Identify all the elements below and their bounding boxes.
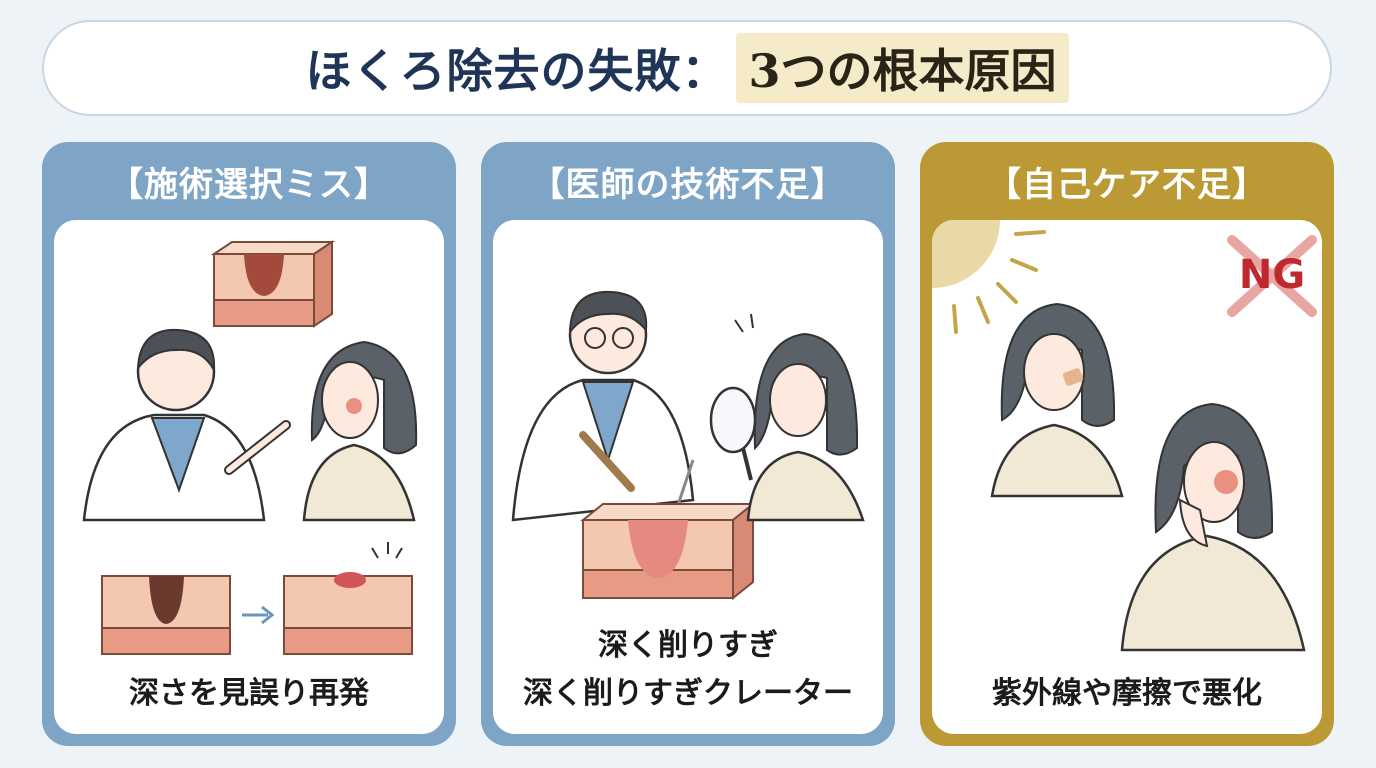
- doctor-figure-icon: [82, 328, 291, 522]
- worried-patient-icon: [709, 313, 865, 522]
- panel-heading: 【医師の技術不足】: [530, 164, 846, 205]
- over-excision-illustration: [511, 290, 865, 601]
- panel-body: 深さを見誤り再発: [54, 220, 444, 734]
- panel-heading: 【施術選択ミス】: [109, 164, 389, 205]
- title-banner: ほくろ除去の失敗： 3つの根本原因: [42, 20, 1332, 116]
- panel-self-care: 【自己ケア不足】 NG 紫: [920, 142, 1334, 746]
- panel-heading: 【自己ケア不足】: [987, 164, 1267, 205]
- doctor-with-scalpel-icon: [511, 290, 695, 522]
- skin-cross-section-icon: [210, 240, 336, 328]
- misjudged-depth-illustration: [82, 240, 418, 655]
- panel-body: 深く削りすぎ 深く削りすぎクレーター: [493, 220, 883, 734]
- before-skin-icon: [101, 575, 231, 655]
- woman-bandage-icon: [990, 302, 1124, 498]
- panel-caption-line2: 深く削りすぎクレーター: [523, 676, 853, 711]
- sun-icon: [932, 220, 1046, 334]
- ng-label: NG: [1239, 252, 1305, 298]
- page-title-highlight: 3つの根本原因: [736, 33, 1069, 103]
- panel-caption: 紫外線や摩擦で悪化: [992, 676, 1262, 711]
- panel-procedure-choice: 【施術選択ミス】: [42, 142, 456, 746]
- page-title: ほくろ除去の失敗：: [305, 44, 729, 98]
- panel-body: NG 紫外線や摩擦で悪化: [932, 220, 1322, 734]
- ng-mark-icon: [1227, 235, 1317, 317]
- panel-doctor-skill: 【医師の技術不足】: [481, 142, 895, 746]
- panel-caption-line1: 深く削りすぎ: [598, 628, 778, 663]
- deep-wound-skin-icon: [580, 501, 756, 601]
- panel-caption: 深さを見誤り再発: [129, 676, 369, 711]
- after-skin-recurrence-icon: [283, 542, 413, 655]
- woman-rubbing-face-icon: [1120, 402, 1306, 652]
- patient-figure-icon: [302, 340, 418, 522]
- arrow-right-icon: [242, 605, 275, 625]
- aftercare-illustration: NG: [932, 220, 1317, 652]
